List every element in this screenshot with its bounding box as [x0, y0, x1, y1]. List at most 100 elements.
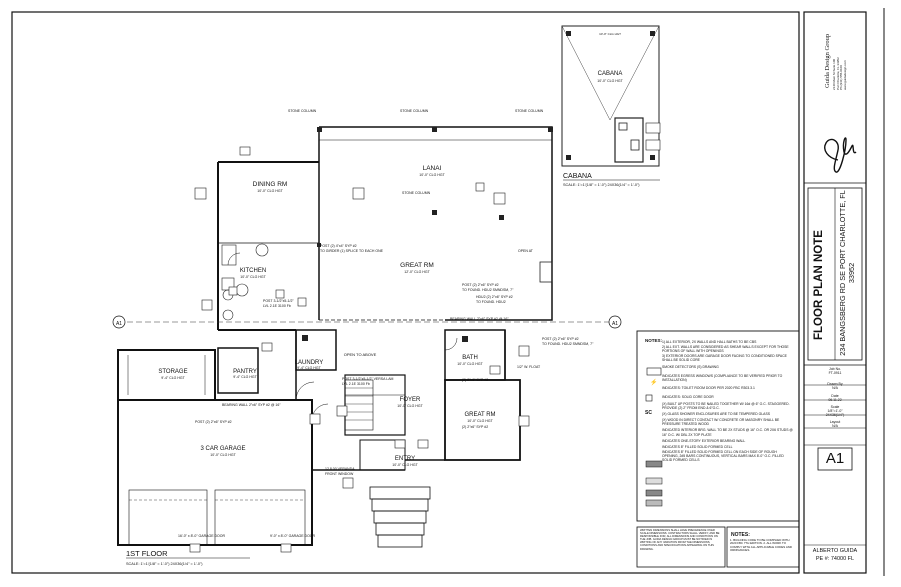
job-info: Job No. FT-0911 Drawn By N/A Date 06.11.… [806, 367, 864, 428]
svg-text:10'-0" CLG HGT: 10'-0" CLG HGT [240, 275, 266, 279]
note-item: INDICATES 8" FILLED SOLID FORMED CELL [662, 444, 733, 449]
cabana-view-scale: SCALE: 1'=1'(1/8" = 1'-0") 24X36(1/4" = … [563, 183, 640, 187]
svg-text:SC: SC [645, 410, 652, 416]
svg-text:HDU2 (2) 2"x6" SYP #2: HDU2 (2) 2"x6" SYP #2 [476, 295, 513, 299]
structural-posts [302, 127, 553, 342]
room-label-kitchen: KITCHEN [240, 268, 266, 274]
company-line: www.guidadesign.com [842, 60, 847, 90]
note-item: INDICATED INTERIOR BRG. WALL TO BE 2X ST… [662, 428, 793, 437]
date: 06.11.22 [828, 398, 842, 402]
svg-text:(2) 2"x6" SYP #2: (2) 2"x6" SYP #2 [462, 425, 488, 429]
date-label: Date [831, 394, 839, 398]
cabana-plan: CABANA 10'-0" CLG HGT 10'-0" CLG HGT [561, 25, 661, 167]
open-to-above-label: OPEN TO ABOVE [344, 352, 377, 357]
room-label-bath: BATH [462, 355, 478, 361]
scale-line: 24X36(1/4") [825, 413, 845, 417]
svg-text:(2) 2"x6" SYP #2: (2) 2"x6" SYP #2 [462, 378, 488, 382]
svg-text:POST 3-1/2"x5-1/2" VERSA LAM: POST 3-1/2"x5-1/2" VERSA LAM [342, 377, 394, 381]
svg-text:10'-0" CLG HGT: 10'-0" CLG HGT [597, 79, 623, 83]
section-markers: A1 A1 [112, 315, 622, 329]
job-no: FT-0911 [828, 371, 842, 375]
note-item: 3) EXTERIOR DOORS ARE GARAGE DOOR FACING… [662, 354, 787, 363]
engineer-license: PE #: 74000 FL [815, 556, 855, 562]
note-item: INDICATES 8" FILLED SOLID FORMED CELL ON… [662, 449, 784, 462]
note-item: 1) ALL EXTERIOR, 2X WALLS AND HALL BATHS… [662, 340, 757, 344]
svg-text:10'-0" CLG HGT: 10'-0" CLG HGT [599, 32, 621, 36]
svg-text:TO FOUND. HDU2: TO FOUND. HDU2 [476, 300, 506, 304]
svg-text:10'-0" CLG HGT: 10'-0" CLG HGT [257, 189, 283, 193]
room-label-dining: DINING RM [253, 181, 288, 188]
note-item: 2) ALL EXT. WALLS ARE CONSIDERED AS SHEA… [662, 345, 789, 354]
job-no-label: Job No. [828, 367, 842, 371]
note-item: INDICATES EGRESS WINDOWS (COMPLIANCE TO … [662, 373, 783, 382]
room-label-foyer: FOYER [400, 397, 421, 403]
annotations: POST (2) 4"x4" SYP #2 TO GIRDER (1) SPLI… [178, 109, 594, 538]
room-label-lanai: LANAI [423, 165, 442, 172]
company-name: Guida Design Group [824, 33, 831, 88]
notes-panel [636, 330, 800, 522]
svg-text:10'-0" CLG HGT: 10'-0" CLG HGT [397, 404, 423, 408]
note-item: INDICATES ONE-STORY EXTERIOR BEARING WAL… [662, 438, 746, 443]
room-label-garage: 3 CAR GARAGE [200, 446, 245, 452]
svg-text:9'-4" CLG HGT: 9'-4" CLG HGT [297, 366, 321, 370]
title-block-border [803, 11, 867, 574]
svg-text:TO FOUND. HDU2 SMNDSM, 7": TO FOUND. HDU2 SMNDSM, 7" [462, 288, 514, 292]
svg-text:10'-0" CLG HGT: 10'-0" CLG HGT [392, 463, 418, 467]
kitchen-fixtures [221, 243, 553, 321]
svg-text:LVL 2.1E 3100 Fb: LVL 2.1E 3100 Fb [263, 304, 291, 308]
floor-title: 1ST FLOOR [126, 549, 168, 558]
svg-text:BEARING WALL 2"x6" SYP #2 @ 16: BEARING WALL 2"x6" SYP #2 @ 16" [222, 403, 281, 407]
warning-box [636, 526, 726, 568]
room-label-cabana: CABANA [598, 71, 623, 77]
notes2-box [726, 526, 800, 568]
svg-text:BEARING WALL 2"x6" SYP #2 @ 16: BEARING WALL 2"x6" SYP #2 @ 16" [450, 317, 509, 321]
sheet-title: FLOOR PLAN NOTE [813, 230, 825, 340]
scale-line: 1/8"=1'-0" [827, 409, 843, 413]
note-item: INDICATES: TOILET ROOM DOOR PER 2020 FBC… [662, 385, 755, 390]
svg-text:STONE COLUMN: STONE COLUMN [402, 191, 431, 195]
notes-heading: NOTES: [645, 338, 663, 343]
note-item: INDICATES: SOLID CORE DOOR [662, 394, 714, 399]
svg-text:OPEN AT: OPEN AT [518, 249, 534, 253]
svg-text:POST 3-1/2"x5-1/2": POST 3-1/2"x5-1/2" [263, 299, 294, 303]
svg-text:POST (2) 4"x4" SYP #2: POST (2) 4"x4" SYP #2 [320, 244, 357, 248]
note-item: (X) WOOD IN DIRECT CONTACT W/ CONCRETE O… [662, 418, 780, 427]
project-address: 234 BANGSBERG RD SE PORT CHARLOTTE, FL 3… [838, 190, 856, 356]
svg-text:1/2" W. FLOAT: 1/2" W. FLOAT [517, 365, 541, 369]
svg-text:STONE COLUMN: STONE COLUMN [515, 109, 544, 113]
room-label-great-rm-2: GREAT RM [464, 412, 495, 418]
svg-text:STONE COLUMN: STONE COLUMN [400, 109, 429, 113]
floor-scale: SCALE: 1'=1'(1/8" = 1'-0") 24X36(1/4" = … [126, 562, 203, 566]
engineer-name: ALBERTO GUIDA [812, 548, 858, 554]
floor-plan-walls [117, 126, 553, 548]
svg-text:TO FOUND. HDU2 SMNDSM, 7": TO FOUND. HDU2 SMNDSM, 7" [542, 342, 594, 346]
note-item: (X) BUILT UP POSTS TO BE NAILED TOGETHER… [662, 401, 790, 411]
room-label-storage: STORAGE [158, 369, 187, 375]
title-block [804, 137, 866, 546]
company-lines: 2140 Main St Suite 100 Port Charlotte, F… [832, 57, 847, 90]
signature [824, 137, 857, 173]
svg-text:LVL 2.1E 3100 Fb: LVL 2.1E 3100 Fb [342, 382, 370, 386]
svg-text:POST (2) 2"x6" SYP #2: POST (2) 2"x6" SYP #2 [542, 337, 579, 341]
warning-text: WRITTEN DIMENSIONS SHALL HAVE PRECEDENCE… [640, 529, 720, 551]
svg-text:9'-4" CLG HGT: 9'-4" CLG HGT [233, 375, 257, 379]
cabana-view-title: CABANA [563, 173, 592, 180]
notes2-heading: NOTES: [731, 532, 750, 538]
note-item: (X) GLASS SHOWER ENCLOSURES ARE TO BE TE… [662, 412, 770, 417]
svg-text:9'-4" CLG HGT: 9'-4" CLG HGT [161, 376, 185, 380]
svg-text:10'-0" CLG HGT: 10'-0" CLG HGT [457, 362, 483, 366]
svg-text:10'-0" CLG HGT: 10'-0" CLG HGT [419, 173, 445, 177]
svg-text:POST (2) 2"x6" SYP #2: POST (2) 2"x6" SYP #2 [195, 420, 232, 424]
svg-text:FRONT WINDOW: FRONT WINDOW [325, 472, 354, 476]
svg-text:POST (2) 2"x6" SYP #2: POST (2) 2"x6" SYP #2 [462, 283, 499, 287]
svg-text:STONE COLUMN: STONE COLUMN [288, 109, 317, 113]
svg-text:9'-0" x 8'-0" GARAGE DOOR: 9'-0" x 8'-0" GARAGE DOOR [270, 534, 316, 538]
room-label-great-rm: GREAT RM [400, 262, 434, 269]
scale-label: Scale [830, 405, 840, 409]
note-item: SMOKE DETECTORS (S) DRAWING [662, 365, 719, 370]
svg-text:12 8.00 VERANDA: 12 8.00 VERANDA [325, 467, 355, 471]
layout: N/A [832, 424, 838, 428]
svg-text:⚡: ⚡ [650, 378, 657, 386]
